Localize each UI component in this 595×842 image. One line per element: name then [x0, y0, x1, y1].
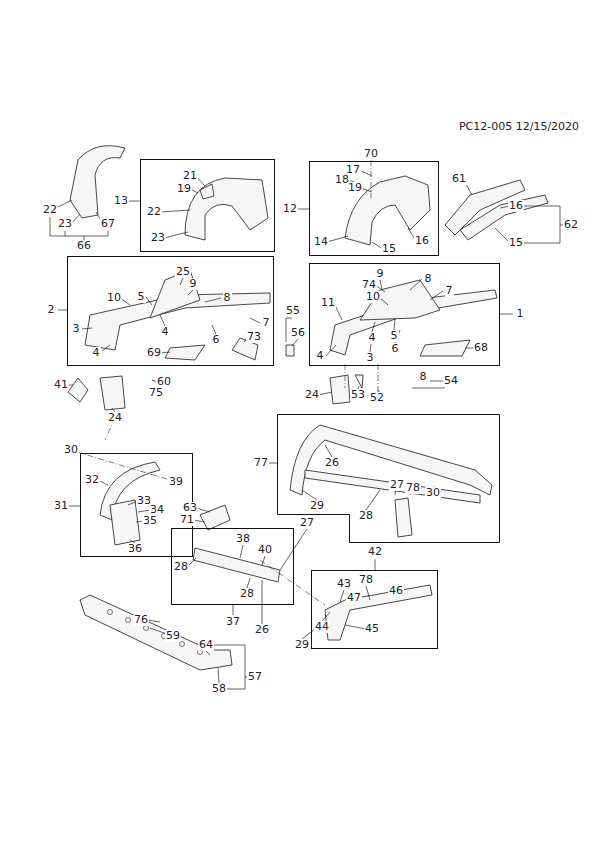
drawing-code: PC12-005 12/15/2020 [458, 121, 580, 133]
group-box: 37 [171, 528, 294, 605]
group-box: 1 [309, 263, 500, 366]
callout-number: 28 [239, 588, 255, 600]
callout-number: 36 [127, 543, 143, 555]
callout-number: 39 [168, 476, 184, 488]
callout-number: 46 [388, 585, 404, 597]
callout-number: 26 [254, 624, 270, 636]
group-number: 31 [53, 500, 69, 512]
callout-number: 30 [63, 444, 79, 456]
callout-number: 4 [161, 326, 170, 338]
callout-number: 3 [72, 323, 81, 335]
callout-number: 29 [309, 500, 325, 512]
callout-number: 22 [42, 204, 58, 216]
callout-number: 24 [304, 389, 320, 401]
callout-number: 63 [182, 502, 198, 514]
callout-number: 19 [347, 182, 363, 194]
callout-number: 29 [294, 639, 310, 651]
group-number: 12 [282, 203, 298, 215]
callout-number: 40 [257, 544, 273, 556]
callout-number: 26 [324, 457, 340, 469]
callout-number: 57 [247, 671, 263, 683]
callout-number: 8 [223, 292, 232, 304]
callout-number: 64 [198, 639, 214, 651]
callout-number: 22 [146, 206, 162, 218]
callout-number: 16 [508, 200, 524, 212]
callout-number: 10 [106, 292, 122, 304]
callout-number: 45 [364, 623, 380, 635]
callout-number: 70 [363, 148, 379, 160]
group-number: 2 [47, 304, 56, 316]
callout-number: 69 [146, 347, 162, 359]
callout-number: 23 [57, 218, 73, 230]
group-number: 13 [113, 195, 129, 207]
callout-number: 62 [563, 219, 579, 231]
callout-number: 78 [358, 574, 374, 586]
callout-number: 41 [53, 379, 69, 391]
callout-number: 61 [451, 173, 467, 185]
callout-number: 66 [76, 240, 92, 252]
callout-number: 8 [419, 371, 428, 383]
callout-number: 59 [165, 630, 181, 642]
callout-number: 53 [350, 389, 366, 401]
callout-number: 58 [211, 683, 227, 695]
callout-number: 35 [142, 515, 158, 527]
callout-number: 27 [389, 479, 405, 491]
callout-number: 5 [390, 330, 399, 342]
callout-number: 43 [336, 578, 352, 590]
callout-number: 8 [424, 273, 433, 285]
group-box: 42 [311, 570, 438, 649]
group-outline-shape [278, 415, 500, 543]
callout-number: 24 [107, 412, 123, 424]
callout-number: 21 [182, 170, 198, 182]
callout-number: 28 [358, 510, 374, 522]
callout-number: 4 [316, 350, 325, 362]
callout-number: 32 [84, 474, 100, 486]
callout-number: 44 [314, 621, 330, 633]
callout-number: 11 [320, 297, 336, 309]
callout-number: 68 [473, 342, 489, 354]
callout-number: 7 [445, 285, 454, 297]
callout-number: 55 [285, 305, 301, 317]
callout-number: 16 [414, 235, 430, 247]
callout-number: 23 [150, 232, 166, 244]
callout-number: 71 [179, 514, 195, 526]
callout-number: 5 [137, 291, 146, 303]
callout-number: 10 [365, 291, 381, 303]
group-number: 42 [367, 546, 383, 558]
callout-number: 78 [405, 482, 421, 494]
group-number: 37 [225, 616, 241, 628]
callout-number: 6 [391, 343, 400, 355]
callout-number: 25 [175, 266, 191, 278]
callout-number: 56 [290, 327, 306, 339]
callout-number: 4 [92, 347, 101, 359]
callout-number: 7 [262, 317, 271, 329]
callout-number: 6 [212, 334, 221, 346]
callout-number: 54 [443, 375, 459, 387]
callout-number: 14 [313, 236, 329, 248]
callout-number: 52 [369, 392, 385, 404]
callout-number: 74 [361, 279, 377, 291]
callout-number: 28 [173, 561, 189, 573]
callout-number: 3 [366, 352, 375, 364]
callout-number: 15 [508, 237, 524, 249]
callout-number: 9 [189, 278, 198, 290]
callout-number: 27 [299, 517, 315, 529]
callout-number: 30 [425, 487, 441, 499]
callout-number: 47 [346, 592, 362, 604]
group-number: 77 [253, 457, 269, 469]
callout-number: 73 [246, 331, 262, 343]
callout-number: 15 [381, 243, 397, 255]
group-number: 1 [516, 308, 525, 320]
callout-number: 4 [368, 332, 377, 344]
callout-number: 76 [133, 614, 149, 626]
callout-number: 38 [235, 533, 251, 545]
callout-number: 67 [100, 218, 116, 230]
callout-number: 19 [176, 183, 192, 195]
callout-number: 75 [148, 387, 164, 399]
